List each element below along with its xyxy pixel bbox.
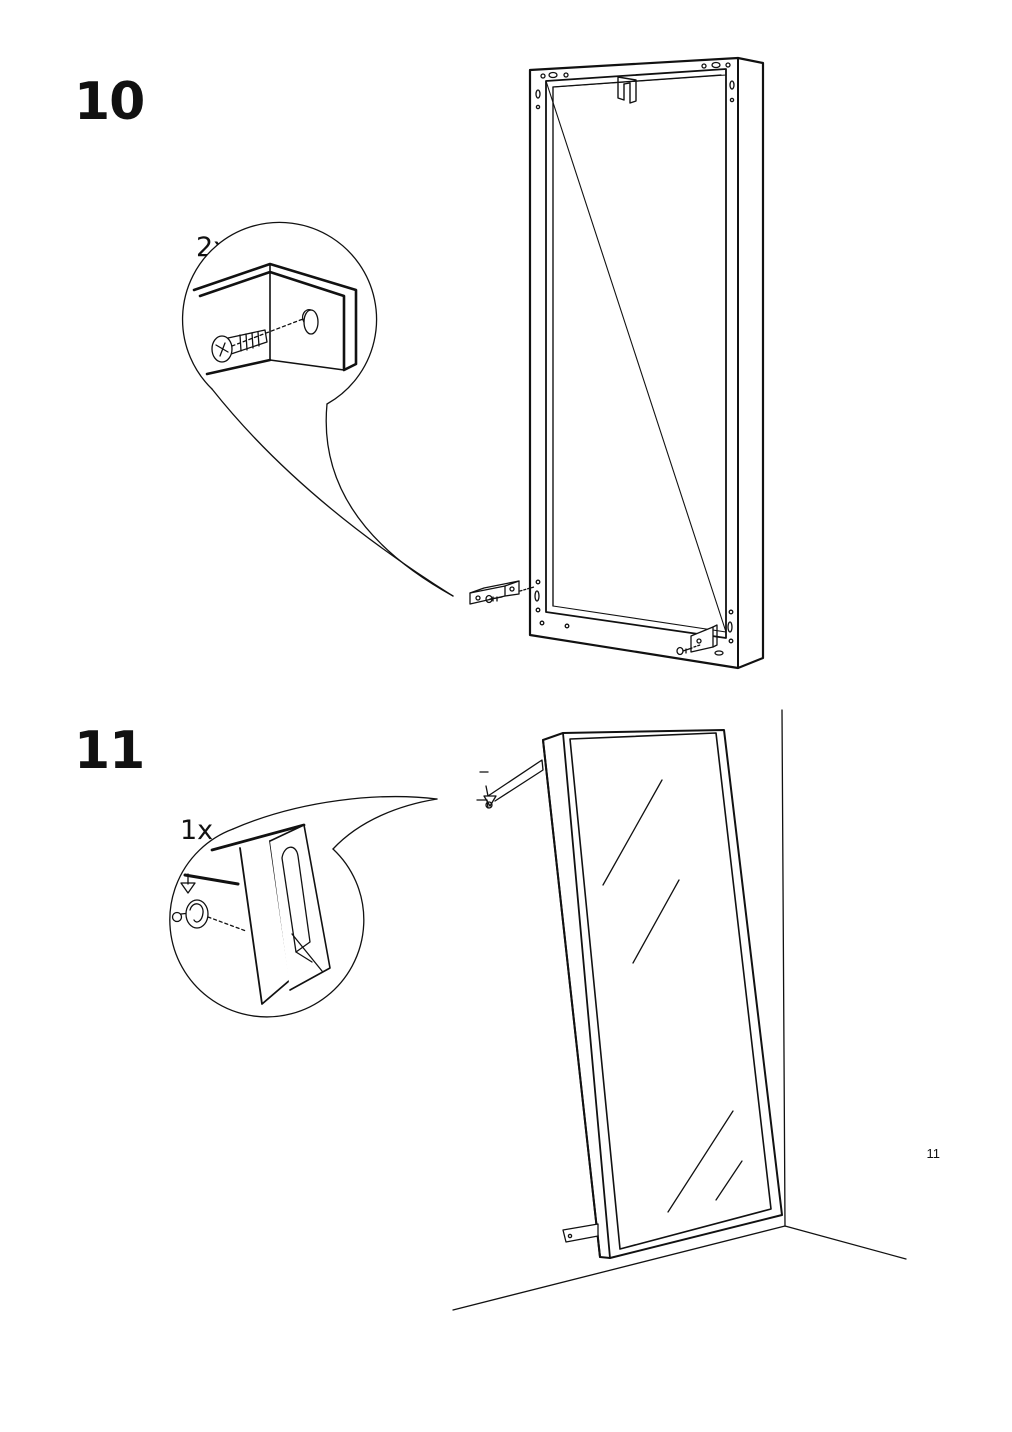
quantity-label-step11: 1x <box>180 815 214 846</box>
step-number-11: 11 <box>74 721 145 781</box>
mirror-leaning-against-wall-icon <box>453 710 906 1310</box>
mirror-frame-back-with-brackets-icon <box>470 58 763 668</box>
wall-hook-detail-icon <box>170 797 437 1017</box>
screw-into-bracket-detail-icon <box>183 222 453 596</box>
step-number-10: 10 <box>74 72 145 132</box>
page-number: 11 <box>926 1146 941 1161</box>
